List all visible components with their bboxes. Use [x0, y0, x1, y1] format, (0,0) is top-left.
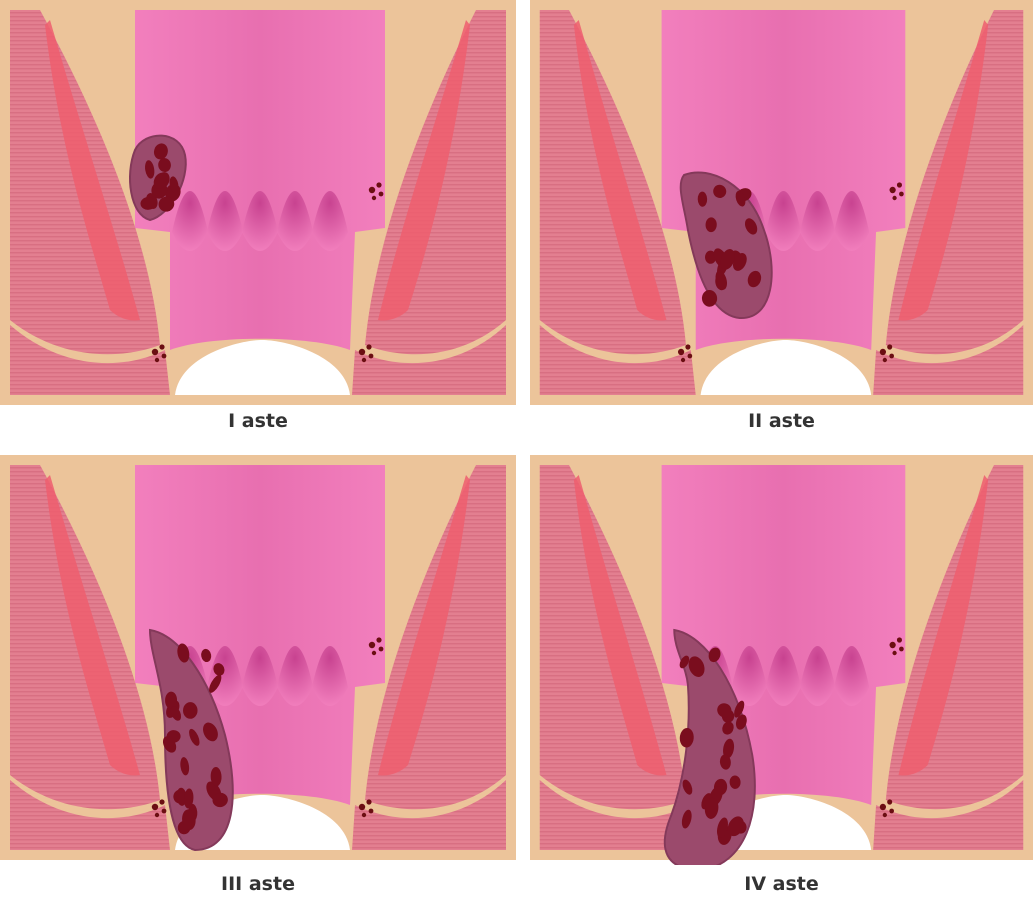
- caption-grade-1: I aste: [0, 410, 516, 432]
- diagram-grade-3: [0, 455, 516, 865]
- diagram-grade-2: [530, 0, 1033, 410]
- diagram-grade-4: [530, 455, 1033, 865]
- panel-grade-1: I aste: [0, 0, 516, 452]
- panel-grade-4: IV aste: [530, 455, 1033, 907]
- caption-grade-4: IV aste: [530, 873, 1033, 895]
- caption-grade-3: III aste: [0, 873, 516, 895]
- caption-grade-2: II aste: [530, 410, 1033, 432]
- panel-grade-2: II aste: [530, 0, 1033, 452]
- diagram-grade-1: [0, 0, 516, 410]
- panel-grade-3: III aste: [0, 455, 516, 907]
